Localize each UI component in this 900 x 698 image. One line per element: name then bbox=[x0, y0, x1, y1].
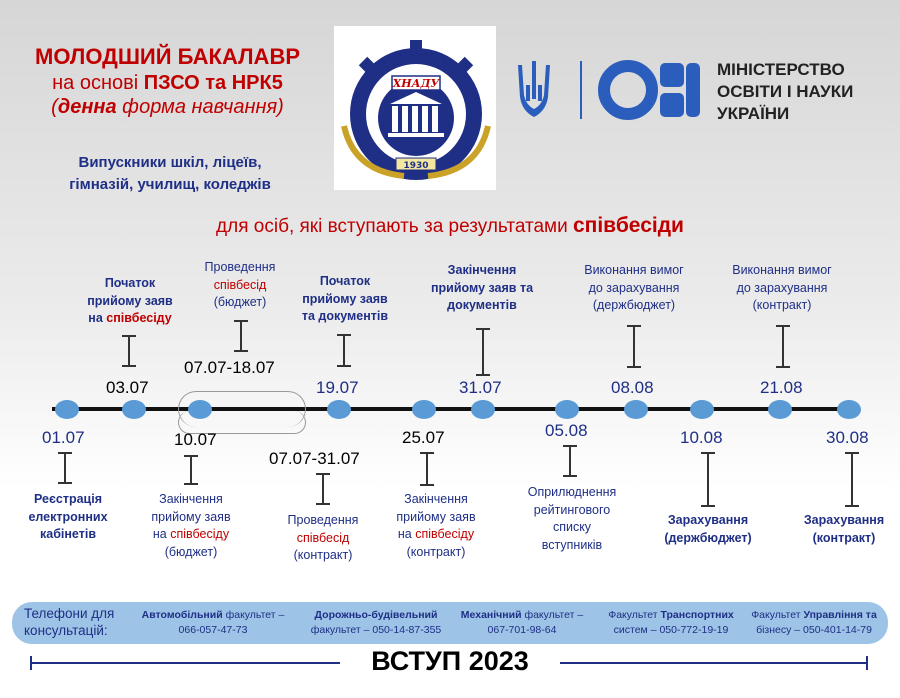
event-requirements-contract: Виконання вимог до зарахування (контракт… bbox=[732, 263, 832, 312]
ministry-line2: ОСВІТИ І НАУКИ bbox=[717, 82, 853, 101]
footer-rule-cap-left bbox=[30, 656, 32, 670]
university-logo: ХАРКІВСЬКИЙ НАЦІОНАЛЬНИЙ АВТОМОБІЛЬНО-ДО… bbox=[329, 18, 496, 190]
period-bracket-top bbox=[178, 391, 306, 427]
phone-management-business: Факультет Управління та бізнесу – 050-40… bbox=[751, 609, 877, 637]
event-enrollment-contract: Зарахування (контракт) bbox=[803, 513, 885, 545]
event-requirements-budget: Виконання вимог до зарахування (держбюдж… bbox=[584, 263, 684, 312]
timeline-dot bbox=[555, 400, 579, 419]
timeline-dot bbox=[412, 400, 436, 419]
period-bracket-bottom bbox=[178, 411, 306, 434]
event-marker bbox=[234, 320, 248, 352]
event-marker bbox=[58, 452, 72, 484]
date-label: 21.08 bbox=[760, 378, 803, 397]
study-form-line: (денна форма навчання) bbox=[51, 96, 284, 119]
timeline-dot bbox=[55, 400, 79, 419]
date-label: 10.07 bbox=[174, 430, 217, 449]
event-registration: Реєстрація електронних кабінетів bbox=[28, 492, 108, 541]
event-start-interview-applications: Початок прийому заяв на співбесіду bbox=[87, 276, 173, 325]
event-marker bbox=[337, 334, 351, 367]
event-marker bbox=[845, 452, 859, 507]
date-label: 25.07 bbox=[402, 428, 445, 447]
event-marker bbox=[701, 452, 715, 507]
trident-icon bbox=[518, 61, 550, 117]
event-marker bbox=[122, 335, 136, 367]
date-label: 07.07-31.07 bbox=[269, 449, 360, 468]
phones-label: Телефони для консультацій: bbox=[24, 606, 115, 638]
event-enrollment-budget: Зарахування (держбюджет) bbox=[664, 513, 752, 545]
date-label: 01.07 bbox=[42, 428, 85, 447]
program-title: МОЛОДШИЙ БАКАЛАВР на основі ПЗСО та НРК5… bbox=[10, 44, 325, 120]
date-label: 08.08 bbox=[611, 378, 654, 397]
basis-line: на основі ПЗСО та НРК5 bbox=[52, 71, 283, 94]
timeline-dot bbox=[768, 400, 792, 419]
timeline-dot bbox=[122, 400, 146, 419]
footer-rule-cap-right bbox=[866, 656, 868, 670]
event-marker bbox=[184, 455, 198, 485]
event-marker bbox=[476, 328, 490, 376]
date-label: 31.07 bbox=[459, 378, 502, 397]
degree-title: МОЛОДШИЙ БАКАЛАВР bbox=[35, 44, 300, 69]
interview-heading: для осіб, які вступають за результатами … bbox=[216, 214, 684, 237]
timeline-dot bbox=[690, 400, 714, 419]
ministry-line3: УКРАЇНИ bbox=[717, 104, 789, 123]
ministry-emblem: МІНІСТЕРСТВО ОСВІТИ І НАУКИ УКРАЇНИ bbox=[518, 60, 853, 123]
event-rating-list: Оприлюднення рейтингового списку вступни… bbox=[527, 485, 617, 552]
phone-mechanical: Механічний факультет – 067-701-98-64 bbox=[460, 609, 584, 637]
event-interviews-contract: Проведення співбесід (контракт) bbox=[287, 513, 359, 562]
event-marker bbox=[563, 445, 577, 477]
logo-year: 1930 bbox=[403, 161, 428, 171]
timeline-dot bbox=[837, 400, 861, 419]
date-label: 05.08 bbox=[545, 421, 588, 440]
date-label: 03.07 bbox=[106, 378, 149, 397]
mon-logo-icon bbox=[598, 60, 700, 120]
date-label: 10.08 bbox=[680, 428, 723, 447]
timeline-dot bbox=[624, 400, 648, 419]
timeline-dot bbox=[327, 400, 351, 419]
phone-transport-systems: Факультет Транспортних систем – 050-772-… bbox=[608, 609, 734, 637]
event-interviews-budget: Проведення співбесід (бюджет) bbox=[204, 260, 276, 309]
phone-automotive: Автомобільний факультет – 066-057-47-73 bbox=[141, 609, 285, 637]
event-end-documents: Закінчення прийому заяв та документів bbox=[430, 263, 534, 312]
graduates-subtitle: Випускники шкіл, ліцеїв, гімназій, учили… bbox=[69, 154, 271, 193]
date-label: 30.08 bbox=[826, 428, 869, 447]
timeline-dot bbox=[471, 400, 495, 419]
event-end-interview-budget: Закінчення прийому заяв на співбесіду (б… bbox=[151, 492, 231, 559]
event-marker bbox=[420, 452, 434, 486]
event-marker bbox=[776, 325, 790, 368]
event-end-interview-contract: Закінчення прийому заяв на співбесіду (к… bbox=[396, 492, 476, 559]
event-start-documents: Початок прийому заяв та документів bbox=[301, 274, 389, 323]
consultation-phones-bar: Телефони для консультацій: Автомобільний… bbox=[12, 602, 888, 644]
ministry-logo: МІНІСТЕРСТВО ОСВІТИ І НАУКИ УКРАЇНИ bbox=[512, 55, 887, 127]
date-label: 19.07 bbox=[316, 378, 359, 397]
timeline-dot bbox=[188, 400, 212, 419]
ministry-line1: МІНІСТЕРСТВО bbox=[717, 60, 845, 79]
event-marker bbox=[316, 473, 330, 505]
admission-title: ВСТУП 2023 bbox=[340, 646, 560, 680]
phone-road-construction: Дорожньо-будівельний факультет – 050-14-… bbox=[310, 609, 442, 637]
university-emblem-icon: ХАРКІВСЬКИЙ НАЦІОНАЛЬНИЙ АВТОМОБІЛЬНО-ДО… bbox=[329, 18, 491, 180]
event-marker bbox=[627, 325, 641, 368]
logo-abbr: ХНАДУ bbox=[392, 77, 441, 90]
timeline-axis bbox=[52, 407, 850, 411]
date-label: 07.07-18.07 bbox=[184, 358, 275, 377]
